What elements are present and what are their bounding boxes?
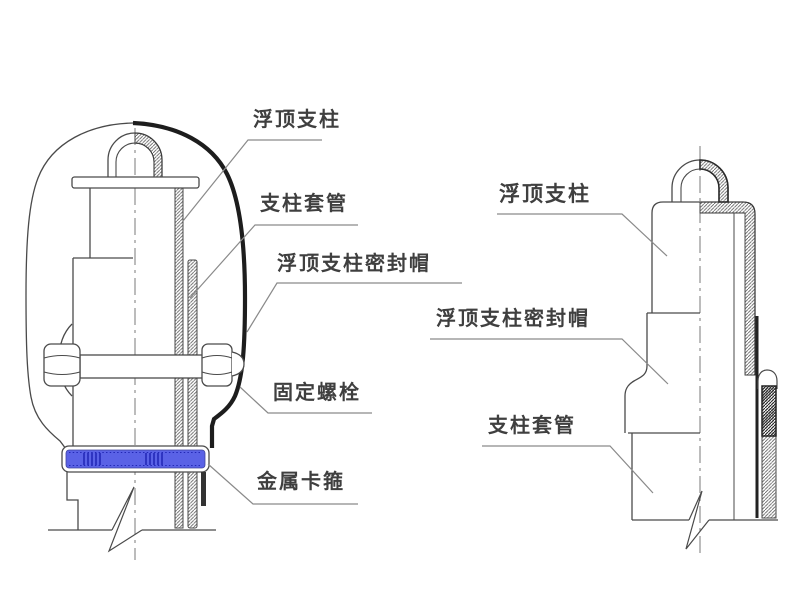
leader-lines-right [430,213,669,494]
label-metal-clamp: 金属卡箍 [257,471,345,493]
seal-cap-dome-left [25,122,134,450]
lifting-loop-right [671,159,729,203]
right-assembly-view [430,146,778,556]
flange-plate [71,176,200,189]
bolt-shaft [79,354,207,379]
sleeve-section [757,369,778,519]
column-top-outline [651,201,756,375]
left-hex-head [43,343,81,387]
metal-clamp-band [61,445,210,473]
label-floating-roof-support-column: 浮顶支柱 [253,109,341,131]
right-hex-nut [201,343,233,387]
label-fixing-bolt: 固定螺栓 [273,382,361,404]
column-wall-hatch [699,201,756,376]
label-support-column-seal-cap-right: 浮顶支柱密封帽 [436,308,590,330]
bolt-dome-tip [231,351,245,377]
label-support-column-seal-cap: 浮顶支柱密封帽 [277,253,431,275]
leader-lines-left [182,139,462,505]
pipe-break-symbol-right [685,490,710,550]
label-floating-roof-support-column-right: 浮顶支柱 [499,183,591,206]
left-assembly-view [25,120,462,560]
fixing-bolt-assembly [43,323,245,397]
seal-cap-section [624,312,759,518]
pipe-break-symbol [107,486,143,553]
lower-tube-edge [66,472,79,530]
lifting-loop [107,132,163,179]
seal-cap-dome-right [132,120,248,448]
label-column-sleeve-right: 支柱套管 [488,415,576,437]
sleeve-wall-section [187,259,198,529]
label-column-sleeve: 支柱套管 [260,193,348,215]
